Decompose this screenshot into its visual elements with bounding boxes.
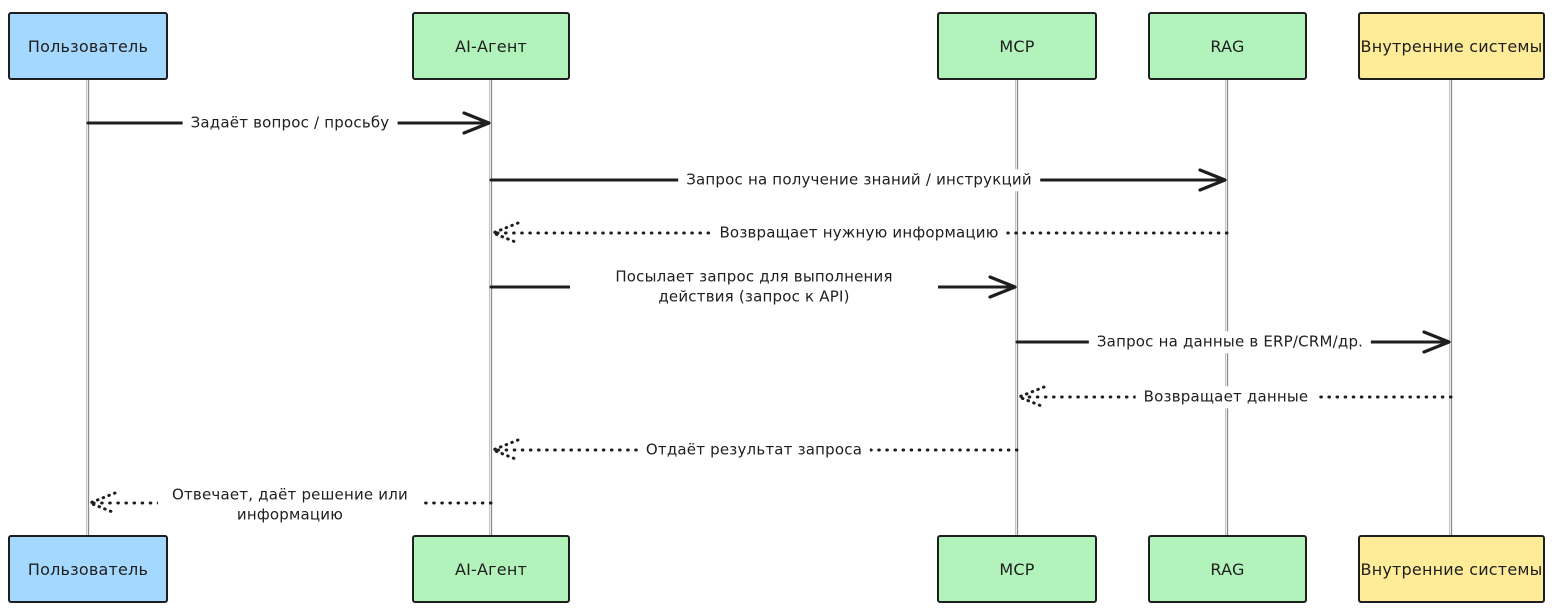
actor-box-rag-top: RAG <box>1148 12 1307 80</box>
message-arrow-6 <box>1017 385 1453 409</box>
lifeline-user <box>85 80 90 535</box>
actor-box-internal-systems-bottom: Внутренние системы <box>1358 535 1545 603</box>
actor-box-ai-agent-bottom: AI-Агент <box>412 535 570 603</box>
actor-label: Пользователь <box>27 559 149 579</box>
actor-label: Внутренние системы <box>1360 36 1543 56</box>
actor-label: AI-Агент <box>454 559 527 579</box>
message-label-5: Запрос на данные в ERP/CRM/др. <box>1088 331 1372 353</box>
message-label-7: Отдаёт результат запроса <box>637 439 871 461</box>
actor-box-mcp-bottom: MCP <box>937 535 1097 603</box>
actor-box-rag-bottom: RAG <box>1148 535 1307 603</box>
actor-box-user-top: Пользователь <box>8 12 168 80</box>
actor-label: MCP <box>999 559 1035 579</box>
lifeline-mcp <box>1014 80 1019 535</box>
lifeline-rag <box>1224 80 1229 535</box>
actor-label: RAG <box>1210 36 1245 56</box>
message-label-2: Запрос на получение знаний / инструкций <box>678 169 1040 191</box>
actor-label: Пользователь <box>27 36 149 56</box>
actor-box-ai-agent-top: AI-Агент <box>412 12 570 80</box>
message-label-3: Возвращает нужную информацию <box>711 222 1007 244</box>
lifeline-ai-agent <box>488 80 493 535</box>
lifeline-internal-systems <box>1448 80 1453 535</box>
actor-box-mcp-top: MCP <box>937 12 1097 80</box>
message-label-1: Задаёт вопрос / просьбу <box>182 112 398 134</box>
actor-box-internal-systems-top: Внутренние системы <box>1358 12 1545 80</box>
actor-label: RAG <box>1210 559 1245 579</box>
message-label-6: Возвращает данные <box>1135 386 1317 408</box>
message-label-4: Посылает запрос для выполнения действия … <box>570 266 938 308</box>
actor-box-user-bottom: Пользователь <box>8 535 168 603</box>
message-label-8: Отвечает, даёт решение или информацию <box>158 484 422 526</box>
actor-label: Внутренние системы <box>1360 559 1543 579</box>
actor-label: AI-Агент <box>454 36 527 56</box>
actor-label: MCP <box>999 36 1035 56</box>
